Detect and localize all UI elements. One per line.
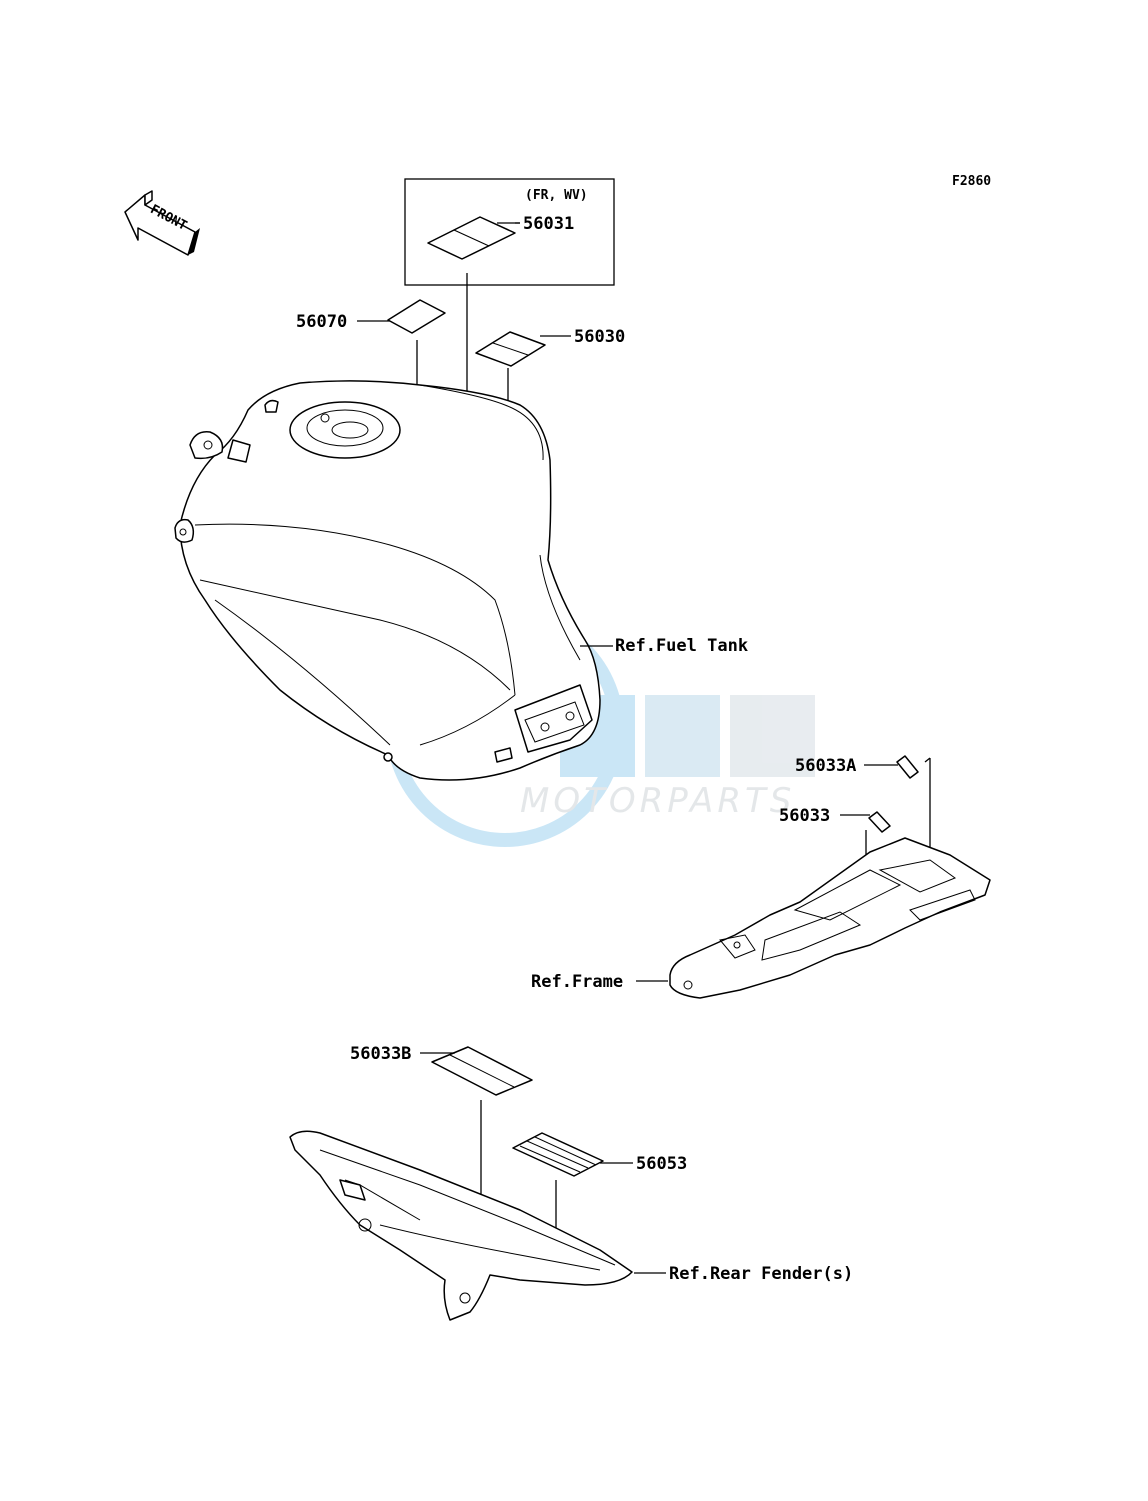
rear-fender: [289, 1130, 633, 1321]
decal-56033: [868, 811, 891, 833]
watermark-subtext: MOTORPARTS: [520, 781, 795, 821]
ref-fuel-tank: Ref.Fuel Tank: [615, 636, 748, 656]
variant-label: (FR, WV): [525, 188, 588, 203]
decal-56070: [387, 299, 446, 334]
label-56030: 56030: [574, 327, 625, 347]
figure-code: F2860: [952, 174, 991, 189]
decal-56053: [512, 1132, 604, 1177]
label-56033A: 56033A: [795, 756, 856, 776]
rear-frame: [669, 837, 991, 999]
label-56031: 56031: [523, 214, 574, 234]
decal-56033A: [896, 755, 919, 779]
ref-frame: Ref.Frame: [531, 972, 623, 992]
front-arrow-icon: FRONT: [124, 190, 200, 256]
decal-56031: [427, 216, 516, 260]
label-56053: 56053: [636, 1154, 687, 1174]
fuel-tank: [174, 380, 601, 781]
decal-56033B: [431, 1046, 533, 1096]
decal-56030: [475, 331, 546, 367]
label-56070: 56070: [296, 312, 347, 332]
label-56033B: 56033B: [350, 1044, 411, 1064]
variant-box: [404, 178, 615, 286]
ref-rear-fender: Ref.Rear Fender(s): [669, 1264, 853, 1284]
label-56033: 56033: [779, 806, 830, 826]
